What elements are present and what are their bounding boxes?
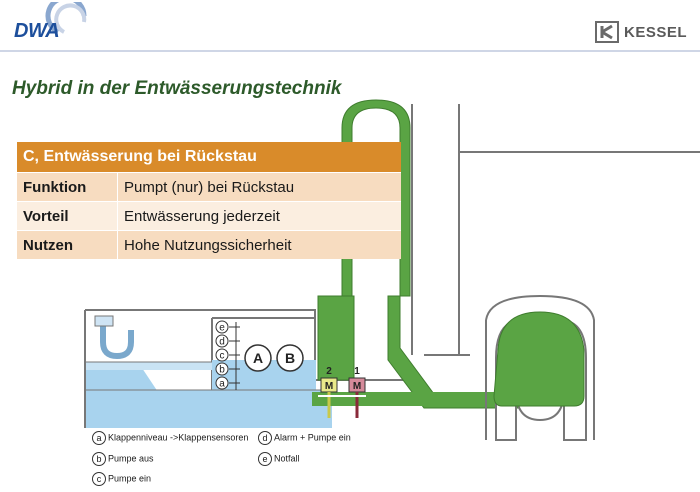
legend-text-a: Klappenniveau ->Klappensensoren: [108, 432, 249, 443]
motor-1-number: 1: [354, 366, 360, 377]
level-mark-e-label: e: [219, 323, 225, 334]
motor-2-number: 2: [326, 366, 332, 377]
motors: 2 M 1 M: [318, 366, 366, 418]
slide-title: Hybrid in der Entwässerungstechnik: [12, 78, 342, 99]
motor-1-symbol: M: [353, 381, 361, 392]
row-key-nutzen: Nutzen: [17, 230, 118, 259]
header-divider: [0, 50, 700, 52]
level-mark-c-label: c: [220, 351, 225, 362]
row-value-funktion: Pumpt (nur) bei Rückstau: [117, 172, 401, 202]
building-outline: [411, 104, 700, 356]
info-table-heading: C, Entwässerung bei Rückstau: [17, 142, 401, 173]
table-row: Vorteil Entwässerung jederzeit: [17, 201, 401, 231]
pumps: A B: [244, 344, 304, 372]
level-mark-a-label: a: [219, 379, 225, 390]
pump-b: B: [276, 344, 304, 372]
kessel-logo-text: KESSEL: [624, 24, 688, 41]
level-mark-a: a: [215, 376, 240, 390]
level-mark-e: e: [215, 320, 240, 334]
level-mark-b-label: b: [219, 365, 225, 376]
level-marks: e d c b a: [215, 320, 240, 390]
row-value-nutzen: Hohe Nutzungssicherheit: [117, 230, 401, 259]
row-value-vorteil: Entwässerung jederzeit: [117, 201, 401, 231]
kessel-logo-mark: [595, 21, 619, 43]
legend-text-e: Notfall: [274, 453, 300, 464]
legend-symbol-b: b: [92, 452, 106, 466]
level-mark-b: b: [215, 362, 240, 376]
level-mark-c: c: [215, 348, 240, 362]
info-table: C, Entwässerung bei Rückstau Funktion Pu…: [17, 142, 401, 259]
pump-b-label: B: [285, 350, 295, 366]
info-table-header-row: C, Entwässerung bei Rückstau: [17, 142, 401, 173]
row-key-funktion: Funktion: [17, 172, 118, 202]
table-row: Nutzen Hohe Nutzungssicherheit: [17, 230, 401, 259]
pump-a-label: A: [253, 350, 263, 366]
legend-symbol-c: c: [92, 472, 106, 486]
sink-trap: [94, 315, 134, 360]
level-mark-d-label: d: [219, 337, 225, 348]
kessel-logo: [594, 20, 698, 44]
legend-symbol-e: e: [258, 452, 272, 466]
motor-2-symbol: M: [325, 381, 333, 392]
legend-text-b: Pumpe aus: [108, 453, 154, 464]
legend-symbol-d: d: [258, 431, 272, 445]
legend-text-c: Pumpe ein: [108, 473, 152, 484]
sewer-pipe: [485, 294, 595, 441]
dwa-logo-text: DWA: [14, 20, 60, 42]
table-row: Funktion Pumpt (nur) bei Rückstau: [17, 172, 401, 202]
water-area: [86, 360, 332, 428]
level-mark-d: d: [215, 334, 240, 348]
legend-symbol-a: a: [92, 431, 106, 445]
row-key-vorteil: Vorteil: [17, 201, 118, 231]
legend-text-d: Alarm + Pumpe ein: [274, 432, 351, 443]
pump-a: A: [244, 344, 272, 372]
